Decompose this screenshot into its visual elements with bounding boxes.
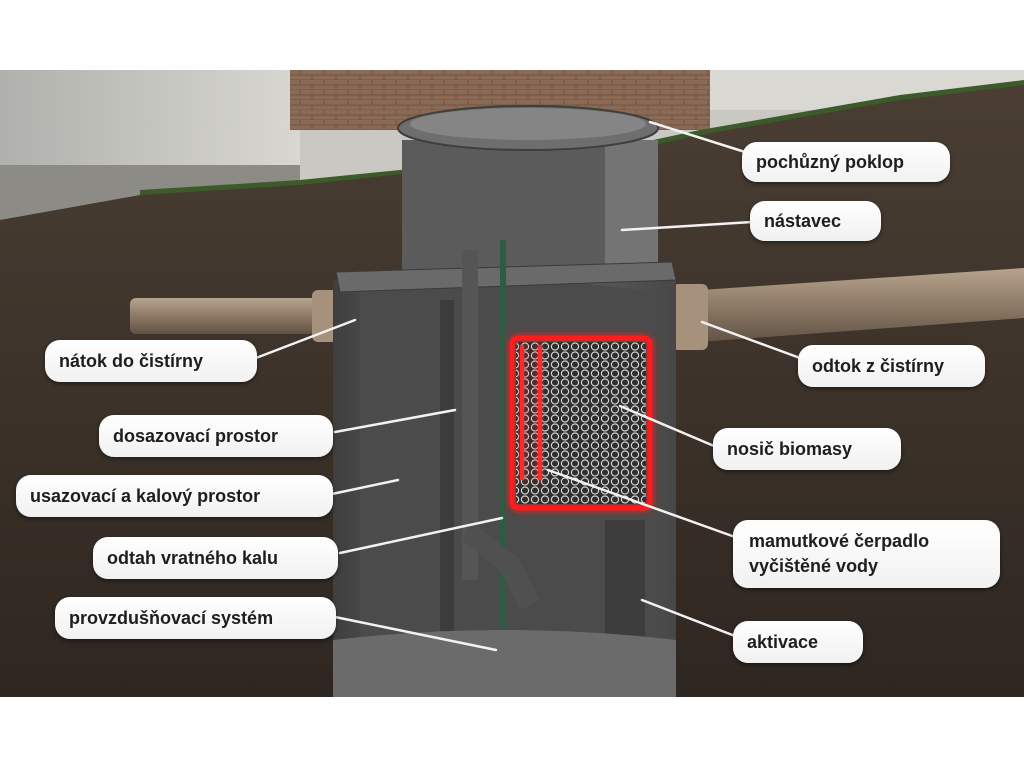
outlet-pipe (672, 268, 1024, 344)
settling-partition (440, 300, 454, 670)
outlet-pipe-collar (672, 284, 708, 350)
label-extension-text: nástavec (764, 210, 842, 231)
label-outlet-text: odtok z čistírny (812, 355, 945, 376)
label-aeration-system: provzdušňovací systém (55, 597, 336, 639)
tank-extension-shade (605, 140, 658, 270)
tank-bottom (333, 630, 676, 697)
label-settling-sludge-space-text: usazovací a kalový prostor (30, 485, 261, 506)
label-airlift-pump-line1: mamutkové čerpadlo (749, 531, 930, 551)
grass-edge (140, 80, 1024, 200)
label-secondary-clarifier-text: dosazovací prostor (113, 425, 279, 446)
walkable-cover-top (410, 108, 646, 140)
biomass-carrier-glow (509, 335, 653, 511)
leader-lines (254, 120, 802, 652)
airlift-pump-highlight (520, 345, 542, 480)
label-settling-sludge-space: usazovací a kalový prostor (16, 475, 333, 517)
inlet-pipe (130, 298, 355, 334)
label-airlift-pump: mamutkové čerpadlo vyčištěné vody (733, 520, 1000, 588)
label-activation-text: aktivace (747, 631, 819, 652)
biomass-carrier (516, 342, 646, 504)
label-outlet: odtok z čistírny (798, 345, 985, 387)
label-inlet: nátok do čistírny (45, 340, 257, 382)
label-airlift-pump-line2: vyčištěné vody (749, 556, 879, 576)
label-walkable-cover-text: pochůzný poklop (756, 151, 904, 172)
label-biomass-carrier: nosič biomasy (713, 428, 901, 470)
label-return-sludge-text: odtah vratného kalu (107, 547, 279, 568)
label-activation: aktivace (733, 621, 863, 663)
label-return-sludge: odtah vratného kalu (93, 537, 338, 579)
air-pipe (500, 240, 506, 660)
label-secondary-clarifier: dosazovací prostor (99, 415, 333, 457)
label-biomass-carrier-text: nosič biomasy (727, 438, 853, 459)
label-aeration-system-text: provzdušňovací systém (69, 607, 274, 628)
label-extension: nástavec (750, 201, 881, 241)
label-walkable-cover: pochůzný poklop (742, 142, 950, 182)
label-inlet-text: nátok do čistírny (59, 350, 204, 371)
house-wall (0, 70, 300, 165)
sludge-return-pipe (462, 520, 540, 610)
riser-pipe (462, 250, 478, 580)
